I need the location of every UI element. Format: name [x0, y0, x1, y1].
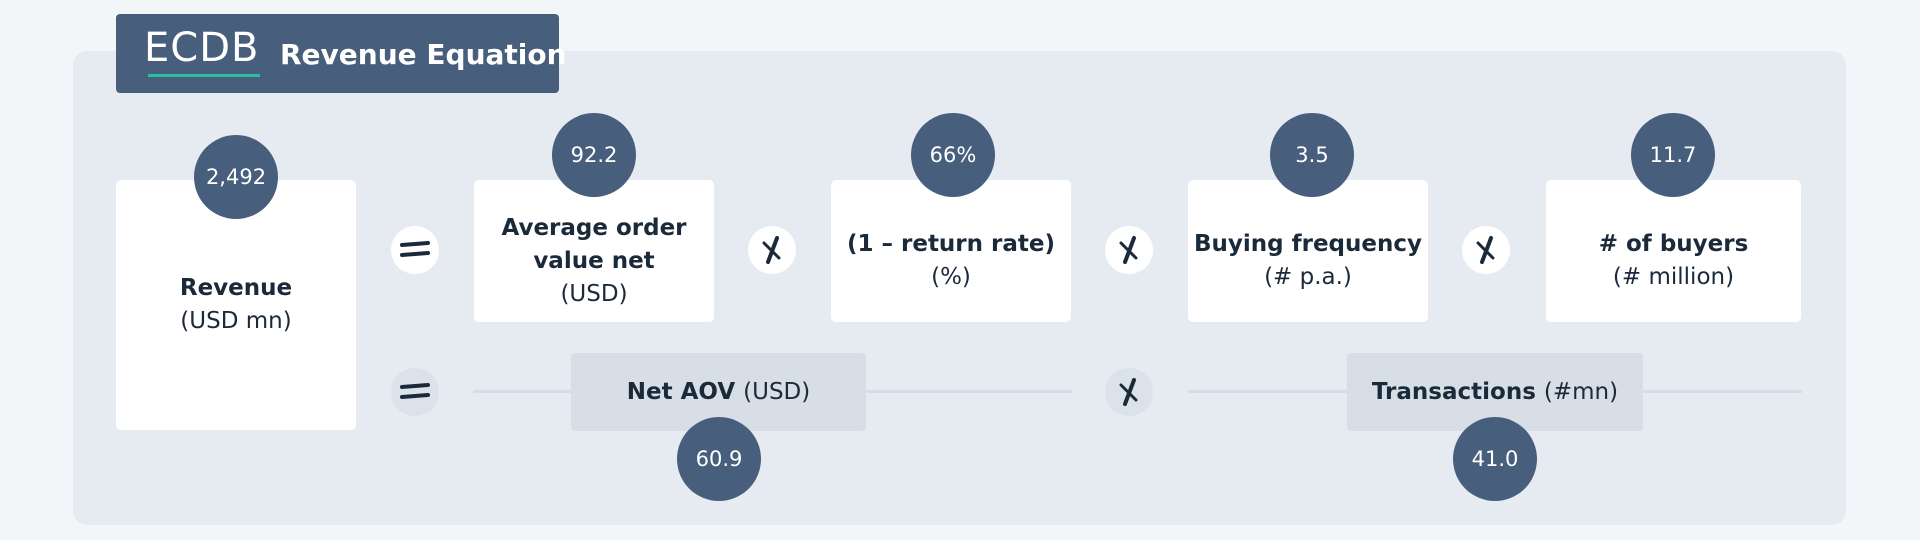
aov-box: Average order value net (USD) [474, 180, 714, 322]
transactions-unit: (#mn) [1543, 379, 1619, 405]
multiply-icon [1119, 378, 1138, 406]
return-rate-label: (1 – return rate) [846, 231, 1056, 257]
equals-icon [400, 241, 430, 257]
buyers-label: # of buyers [1598, 231, 1749, 257]
net-aov-label: Net AOV [626, 379, 736, 405]
multiply-icon [762, 236, 781, 264]
revenue-unit: (USD mn) [180, 308, 292, 334]
aov-unit: (USD) [560, 280, 628, 307]
equals-operator [391, 226, 439, 274]
equals-icon [400, 383, 430, 399]
transactions-label: Transactions [1371, 379, 1536, 405]
multiply-icon [1119, 236, 1138, 264]
return-rate-value-badge: 66% [911, 113, 995, 197]
net-aov-value-badge: 60.9 [677, 417, 761, 501]
buyers-value-badge: 11.7 [1631, 113, 1715, 197]
ecdb-logo: ECDB [144, 25, 262, 77]
aov-label-line2: value net [533, 247, 655, 274]
revenue-box: Revenue (USD mn) [116, 180, 356, 430]
revenue-value-badge: 2,492 [194, 135, 278, 219]
multiply-operator [748, 226, 796, 274]
buying-frequency-box: Buying frequency (# p.a.) [1188, 180, 1428, 322]
net-aov-box: Net AOV (USD) [571, 353, 866, 431]
multiply-operator [1105, 368, 1153, 416]
multiply-icon [1476, 236, 1495, 264]
title-bar: ECDB Revenue Equation [116, 14, 567, 93]
return-rate-unit: (%) [931, 264, 971, 290]
buying-frequency-label: Buying frequency [1193, 231, 1422, 257]
net-aov-unit: (USD) [743, 379, 811, 405]
return-rate-box: (1 – return rate) (%) [831, 180, 1071, 322]
logo-text: ECDB [144, 25, 260, 71]
multiply-operator [1462, 226, 1510, 274]
buyers-unit: (# million) [1612, 264, 1735, 290]
multiply-operator [1105, 226, 1153, 274]
revenue-label: Revenue [179, 275, 293, 301]
transactions-value-badge: 41.0 [1453, 417, 1537, 501]
buying-frequency-value-badge: 3.5 [1270, 113, 1354, 197]
aov-label-line1: Average order [501, 214, 687, 241]
buyers-box: # of buyers (# million) [1546, 180, 1801, 322]
equals-operator [391, 368, 439, 416]
logo-underline [148, 74, 260, 77]
aov-value-badge: 92.2 [552, 113, 636, 197]
buying-frequency-unit: (# p.a.) [1264, 264, 1352, 290]
page-title: Revenue Equation [280, 38, 567, 71]
